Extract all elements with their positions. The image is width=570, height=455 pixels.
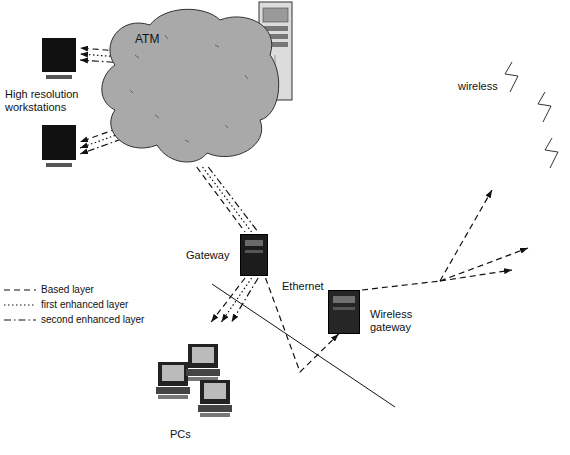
wireless-symbol <box>538 92 551 122</box>
pc-monitor <box>158 362 188 386</box>
server-panel <box>263 8 288 22</box>
legend-line <box>4 304 36 305</box>
legend-item: second enhanced layer <box>4 314 144 325</box>
node-label: Gateway <box>186 249 229 262</box>
pc-screen <box>192 347 214 363</box>
workstation-monitor <box>42 38 76 72</box>
legend-sample <box>4 316 36 324</box>
cloud-node: ATM <box>95 5 287 167</box>
legend-sample <box>4 286 36 294</box>
layer-connector <box>203 167 252 232</box>
wireless-gateway-panel <box>333 296 355 303</box>
layer-connector <box>211 278 245 322</box>
gateway-box <box>241 235 268 276</box>
wireless-gateway-panel <box>333 307 355 310</box>
wireless-symbol <box>545 138 558 168</box>
legend-text: first enhanced layer <box>41 299 128 310</box>
legend-line <box>4 319 36 320</box>
legend-text: second enhanced layer <box>41 314 144 325</box>
pc-icon <box>198 380 232 417</box>
workstation-monitor <box>42 125 76 160</box>
wireless-link <box>440 190 492 281</box>
pc-screen <box>204 383 226 399</box>
gateway-icon <box>240 234 268 276</box>
network-name: ATM <box>135 33 159 46</box>
pc-monitor <box>200 380 230 404</box>
pc-keyboard <box>200 413 230 417</box>
pc-base <box>186 369 220 376</box>
wireless-gateway-box <box>329 291 360 334</box>
cloud-texture <box>130 35 248 142</box>
gateway-node: Gateway <box>186 232 268 278</box>
layer-connector <box>208 167 258 232</box>
wireless-link <box>440 270 512 281</box>
legend-item: first enhanced layer <box>4 299 128 310</box>
diagram-label: High resolution workstations <box>5 88 89 114</box>
legend-line <box>4 289 36 290</box>
workstation-keyboard <box>46 75 72 79</box>
wireless-gateway-icon <box>328 290 360 334</box>
workstation-keyboard <box>46 163 72 167</box>
pcs-illustration <box>148 322 248 422</box>
pc-base <box>198 405 232 412</box>
pc-icon <box>186 344 220 381</box>
layer-connector <box>197 167 245 232</box>
wireless-link <box>440 248 528 281</box>
pc-keyboard <box>158 395 188 399</box>
pc-monitor <box>188 344 218 368</box>
cloud-shape <box>95 5 285 167</box>
pc-icon <box>156 362 190 399</box>
diagram-label: wireless <box>458 80 498 93</box>
layer-connector <box>266 278 339 372</box>
cloud-outline <box>102 9 279 162</box>
pcs-node: PCs <box>148 322 250 446</box>
legend-text: Based layer <box>41 284 94 295</box>
wireless-link <box>362 281 440 290</box>
pc-screen <box>162 365 184 381</box>
gateway-panel <box>245 250 263 253</box>
wireless-symbol <box>505 62 518 92</box>
layer-connector <box>221 278 251 322</box>
pc-base <box>156 387 190 394</box>
node-label: PCs <box>170 428 191 441</box>
ethernet-bus <box>212 284 395 407</box>
node-label: Wireless gateway <box>370 308 432 334</box>
layer-connector <box>232 278 259 322</box>
diagram-label: Ethernet <box>282 280 324 293</box>
legend-sample <box>4 301 36 309</box>
gateway-panel <box>245 240 263 246</box>
legend-item: Based layer <box>4 284 94 295</box>
wgw-node: Wireless gateway <box>328 290 434 334</box>
